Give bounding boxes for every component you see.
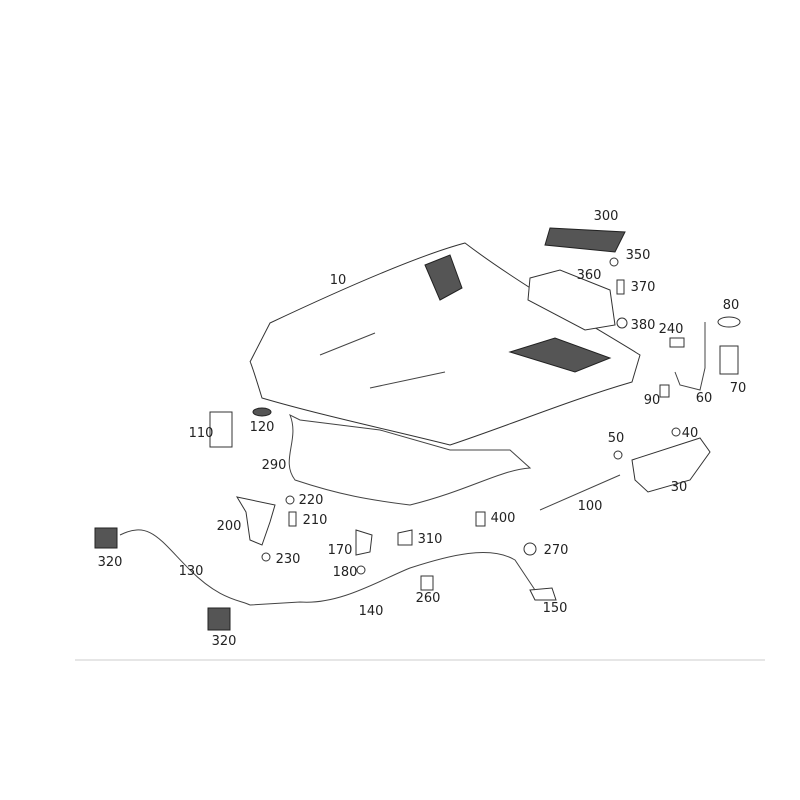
label-230: 230 [275, 552, 301, 567]
latch-320-top[interactable] [94, 527, 118, 549]
label-100: 100 [577, 499, 603, 514]
label-150: 150 [542, 601, 568, 616]
grille-300[interactable] [544, 227, 626, 253]
label-260: 260 [415, 591, 441, 606]
label-40: 40 [681, 426, 699, 441]
spring-110[interactable] [209, 411, 233, 448]
hood-crease [319, 332, 446, 389]
bracket-240[interactable] [669, 337, 685, 348]
label-120: 120 [249, 420, 275, 435]
label-310: 310 [417, 532, 443, 547]
hood-part-10[interactable] [249, 242, 641, 446]
cap-80[interactable] [717, 316, 741, 328]
bolt-50[interactable] [613, 450, 623, 460]
clip-370[interactable] [616, 279, 625, 295]
label-220: 220 [298, 493, 324, 508]
label-240: 240 [658, 322, 684, 337]
label-30: 30 [670, 480, 688, 495]
label-90: 90 [643, 393, 661, 408]
grommet-270[interactable] [523, 542, 537, 556]
hood-vent-right [508, 337, 612, 373]
grommet-120[interactable] [252, 407, 272, 417]
label-400: 400 [490, 511, 516, 526]
cable-140[interactable] [249, 551, 536, 606]
label-270: 270 [543, 543, 569, 558]
nut-180[interactable] [356, 565, 366, 575]
label-180: 180 [332, 565, 358, 580]
seal-frame-360[interactable] [527, 269, 616, 331]
bolt-210[interactable] [288, 511, 297, 527]
label-110: 110 [188, 426, 214, 441]
hinge-200[interactable] [235, 496, 276, 546]
hood-vent-left [424, 254, 463, 301]
handle-150[interactable] [529, 587, 557, 601]
label-170: 170 [327, 543, 353, 558]
cable-130[interactable] [119, 529, 251, 606]
clip-90[interactable] [659, 384, 670, 398]
bumper-400[interactable] [475, 511, 486, 527]
bolt-40[interactable] [671, 427, 681, 437]
label-320-bottom: 320 [211, 634, 237, 649]
catch-170[interactable] [355, 529, 373, 556]
sensor-60[interactable] [674, 322, 706, 391]
label-200: 200 [216, 519, 242, 534]
label-60: 60 [695, 391, 713, 406]
label-360: 360 [576, 268, 602, 283]
label-380: 380 [630, 318, 656, 333]
clip-310[interactable] [397, 529, 413, 546]
label-50: 50 [607, 431, 625, 446]
label-10: 10 [329, 273, 347, 288]
label-350: 350 [625, 248, 651, 263]
label-300: 300 [593, 209, 619, 224]
rod-100[interactable] [539, 474, 621, 511]
label-290: 290 [261, 458, 287, 473]
label-370: 370 [630, 280, 656, 295]
reservoir-70[interactable] [719, 345, 739, 375]
clip-350[interactable] [609, 257, 619, 267]
screw-380[interactable] [616, 317, 628, 329]
label-140: 140 [358, 604, 384, 619]
label-210: 210 [302, 513, 328, 528]
label-320-top: 320 [97, 555, 123, 570]
latch-320-bottom[interactable] [207, 607, 231, 631]
label-80: 80 [722, 298, 740, 313]
lock-30[interactable] [631, 437, 711, 493]
label-130: 130 [178, 564, 204, 579]
nut-220[interactable] [285, 495, 295, 505]
holder-260[interactable] [420, 575, 434, 591]
nut-230[interactable] [261, 552, 271, 562]
insulation-mat-290[interactable] [288, 413, 532, 506]
label-70: 70 [729, 381, 747, 396]
